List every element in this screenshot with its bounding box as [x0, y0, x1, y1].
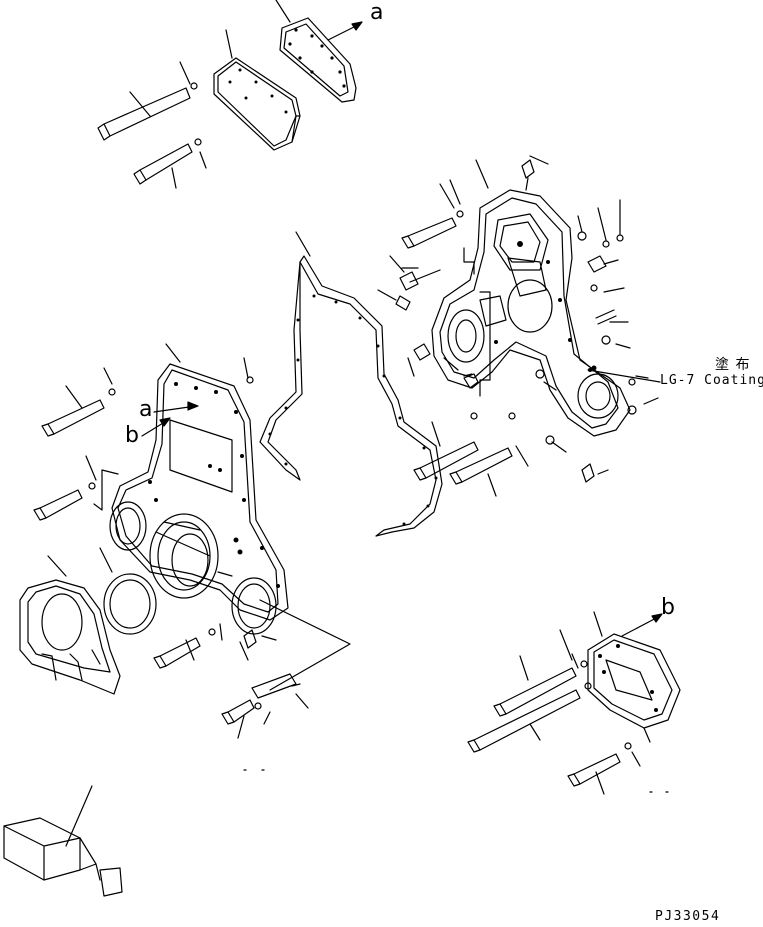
drawing-code: PJ33054	[655, 909, 721, 924]
front-case-gasket	[259, 231, 443, 537]
case-right-holes	[494, 241, 597, 372]
coating-label-jp: 塗 布	[715, 357, 751, 373]
front-gear-case-right	[377, 155, 661, 497]
lower-right-bolts	[467, 660, 632, 787]
top-bolt-2	[133, 138, 202, 185]
right-case-fasteners	[395, 159, 637, 485]
front-gear-case-left	[33, 343, 351, 739]
timing-pointer	[251, 673, 297, 699]
gasket-holes	[288, 28, 346, 88]
callout-a-top: a	[370, 0, 384, 25]
seal-housing	[19, 579, 121, 695]
top-cover-plate	[213, 57, 301, 151]
top-cover-assembly	[97, 0, 363, 189]
seal-installer-tool	[3, 785, 123, 897]
lower-right-cover	[243, 611, 681, 795]
callout-b-right: b	[661, 595, 675, 620]
front-seal-group	[19, 547, 157, 695]
left-case-bolts	[33, 376, 262, 725]
oil-seal	[103, 573, 157, 635]
callout-b-left: b	[125, 423, 139, 448]
case-left-holes	[148, 382, 280, 588]
top-bolt-1	[97, 82, 198, 141]
callout-a-left: a	[139, 397, 153, 422]
coating-label-en: LG-7 Coating	[660, 373, 763, 388]
cover-gasket	[279, 17, 357, 103]
